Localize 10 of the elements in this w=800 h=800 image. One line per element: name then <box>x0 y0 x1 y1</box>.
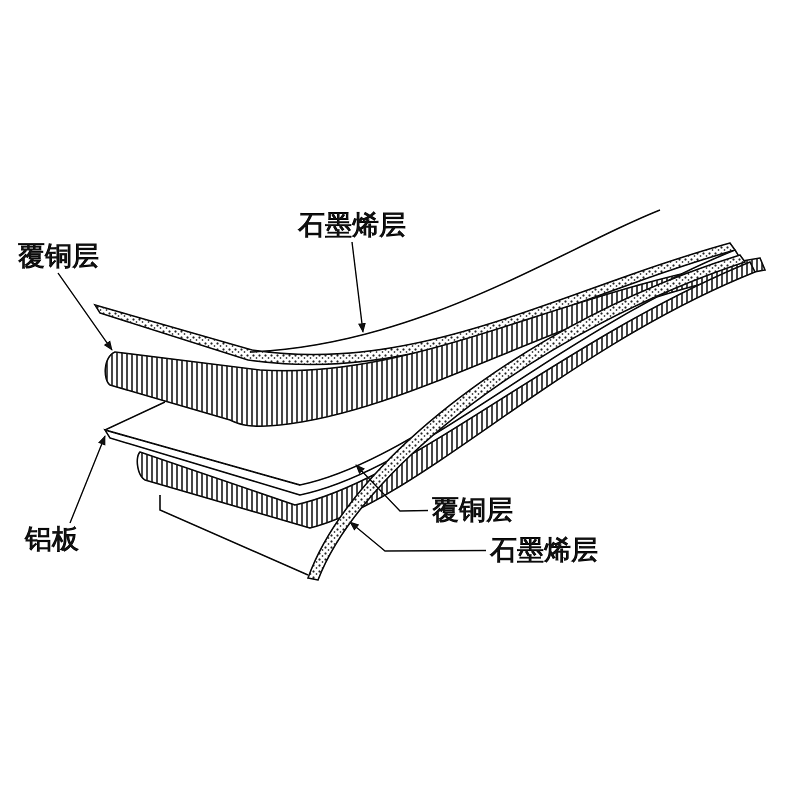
layer-label: 石墨烯层 <box>298 212 406 239</box>
layer-label: 覆铜层 <box>18 243 99 270</box>
layer-label: 覆铜层 <box>432 497 513 524</box>
leader-line <box>69 435 106 524</box>
leader-line <box>351 242 366 333</box>
leader-line <box>57 272 113 351</box>
leader-line <box>355 464 428 512</box>
layer-label: 石墨烯层 <box>490 537 598 564</box>
leader-line <box>349 521 486 552</box>
layer-label: 铝板 <box>25 526 79 553</box>
